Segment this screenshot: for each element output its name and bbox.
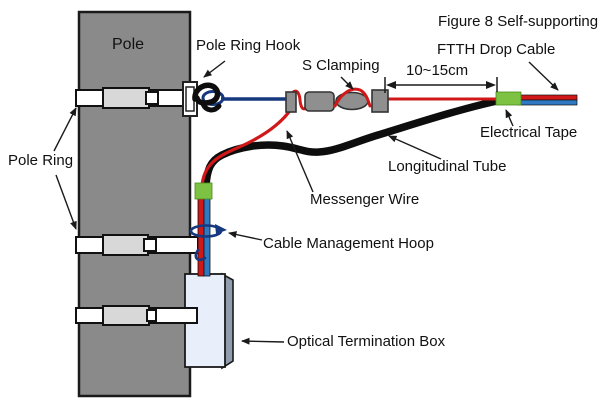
hoop-lower-hook <box>194 248 207 262</box>
hoop-arrow-tip <box>215 224 227 234</box>
figure8-drop-cable <box>517 94 578 106</box>
hook <box>192 82 222 113</box>
pole-ring-buckle <box>102 87 150 109</box>
clamp-end-left <box>285 91 297 113</box>
pole-ring-middle <box>75 234 199 256</box>
arrow-ftth-cable <box>528 61 559 91</box>
wire-loop <box>201 90 225 106</box>
label-cable-management-hoop: Cable Management Hoop <box>263 235 434 252</box>
arrow-pole-ring-middle <box>55 174 77 230</box>
pole-ring-buckle <box>102 234 149 256</box>
dimension-arrow-left <box>386 81 396 89</box>
arrow-optical-termination-box <box>241 337 285 345</box>
label-pole-ring-hook: Pole Ring Hook <box>196 37 301 54</box>
clamp-end-right <box>371 89 389 113</box>
label-s-clamping: S Clamping <box>302 57 380 74</box>
electrical-tape-horizontal <box>495 91 522 106</box>
arrow-messenger-wire <box>286 130 314 193</box>
dimension-arrow-right <box>486 81 496 89</box>
cable-blue-stripe <box>517 99 578 106</box>
wire-wrap-over-oval <box>333 87 372 108</box>
pole-ring-hook-bracket <box>182 81 198 117</box>
label-cable-title-line2: FTTH Drop Cable <box>437 41 556 58</box>
pole-ring-top <box>75 87 194 109</box>
label-optical-termination-box: Optical Termination Box <box>287 333 446 350</box>
electrical-tape-vertical <box>194 182 213 200</box>
pole <box>77 10 192 398</box>
s-clamping-assembly <box>285 87 389 113</box>
hook-tail <box>200 101 222 113</box>
label-pole-ring: Pole Ring <box>8 152 74 169</box>
label-longitudinal-tube: Longitudinal Tube <box>388 158 507 175</box>
pole-ring-buckle-tongue <box>145 91 159 105</box>
label-arrows <box>53 60 559 345</box>
pole-ring-arm <box>155 307 198 324</box>
clamp-body <box>304 91 335 112</box>
label-messenger-wire: Messenger Wire <box>310 191 420 208</box>
label-dimension: 10~15cm <box>406 62 469 79</box>
arrow-electrical-tape <box>505 109 514 127</box>
label-electrical-tape: Electrical Tape <box>480 124 578 141</box>
arrow-longitudinal-tube <box>388 135 442 160</box>
dimension-10-15cm <box>384 77 498 93</box>
label-pole: Pole <box>112 36 145 53</box>
pole-ring-buckle-tongue <box>143 238 157 252</box>
arrow-s-clamping <box>340 76 354 90</box>
messenger-wire-curve <box>200 104 295 188</box>
cable-management-hoop <box>189 224 227 262</box>
cable-red-stripe <box>517 94 578 101</box>
pole-ring-buckle <box>102 305 150 326</box>
arrow-pole-ring-hook <box>203 60 226 78</box>
arrow-cable-management-hoop <box>228 231 263 241</box>
arrow-pole-ring-top <box>53 107 77 152</box>
label-cable-title-line1: Figure 8 Self-supporting <box>438 13 599 30</box>
